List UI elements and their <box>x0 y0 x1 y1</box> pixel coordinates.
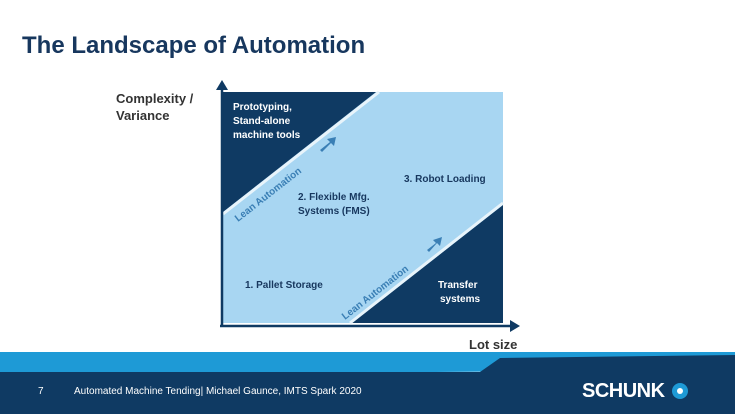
arrow-upper-icon <box>320 137 336 152</box>
y-axis-arrow-icon <box>216 80 228 90</box>
slide-title: The Landscape of Automation <box>22 32 366 59</box>
x-axis-arrow-icon <box>510 320 520 332</box>
divider-upper <box>222 90 380 216</box>
schunk-logo-dot <box>677 388 683 394</box>
footer-text: Automated Machine Tending| Michael Gaunc… <box>74 386 362 397</box>
robot-loading-label: 3. Robot Loading <box>404 174 486 185</box>
y-label-line1: Complexity / <box>116 91 194 106</box>
top-left-line3: machine tools <box>233 130 301 141</box>
pallet-storage-label: 1. Pallet Storage <box>245 280 323 291</box>
transfer-line1: Transfer <box>438 280 478 291</box>
x-axis-label: Lot size <box>469 337 518 352</box>
footer-band <box>0 355 735 414</box>
transfer-line2: systems <box>440 294 480 305</box>
arrow-lower-icon <box>427 237 442 252</box>
y-axis-label: Complexity / Variance <box>116 90 193 124</box>
top-left-line1: Prototyping, <box>233 102 292 113</box>
top-left-line2: Stand-alone <box>233 116 291 127</box>
fms-line1: 2. Flexible Mfg. <box>298 192 370 203</box>
divider-lower <box>349 201 504 325</box>
schunk-logo: SCHUNK <box>582 380 665 402</box>
y-label-line2: Variance <box>116 108 170 123</box>
fms-line2: Systems (FMS) <box>298 206 370 217</box>
page-number: 7 <box>38 386 44 397</box>
top-left-region <box>223 92 376 212</box>
